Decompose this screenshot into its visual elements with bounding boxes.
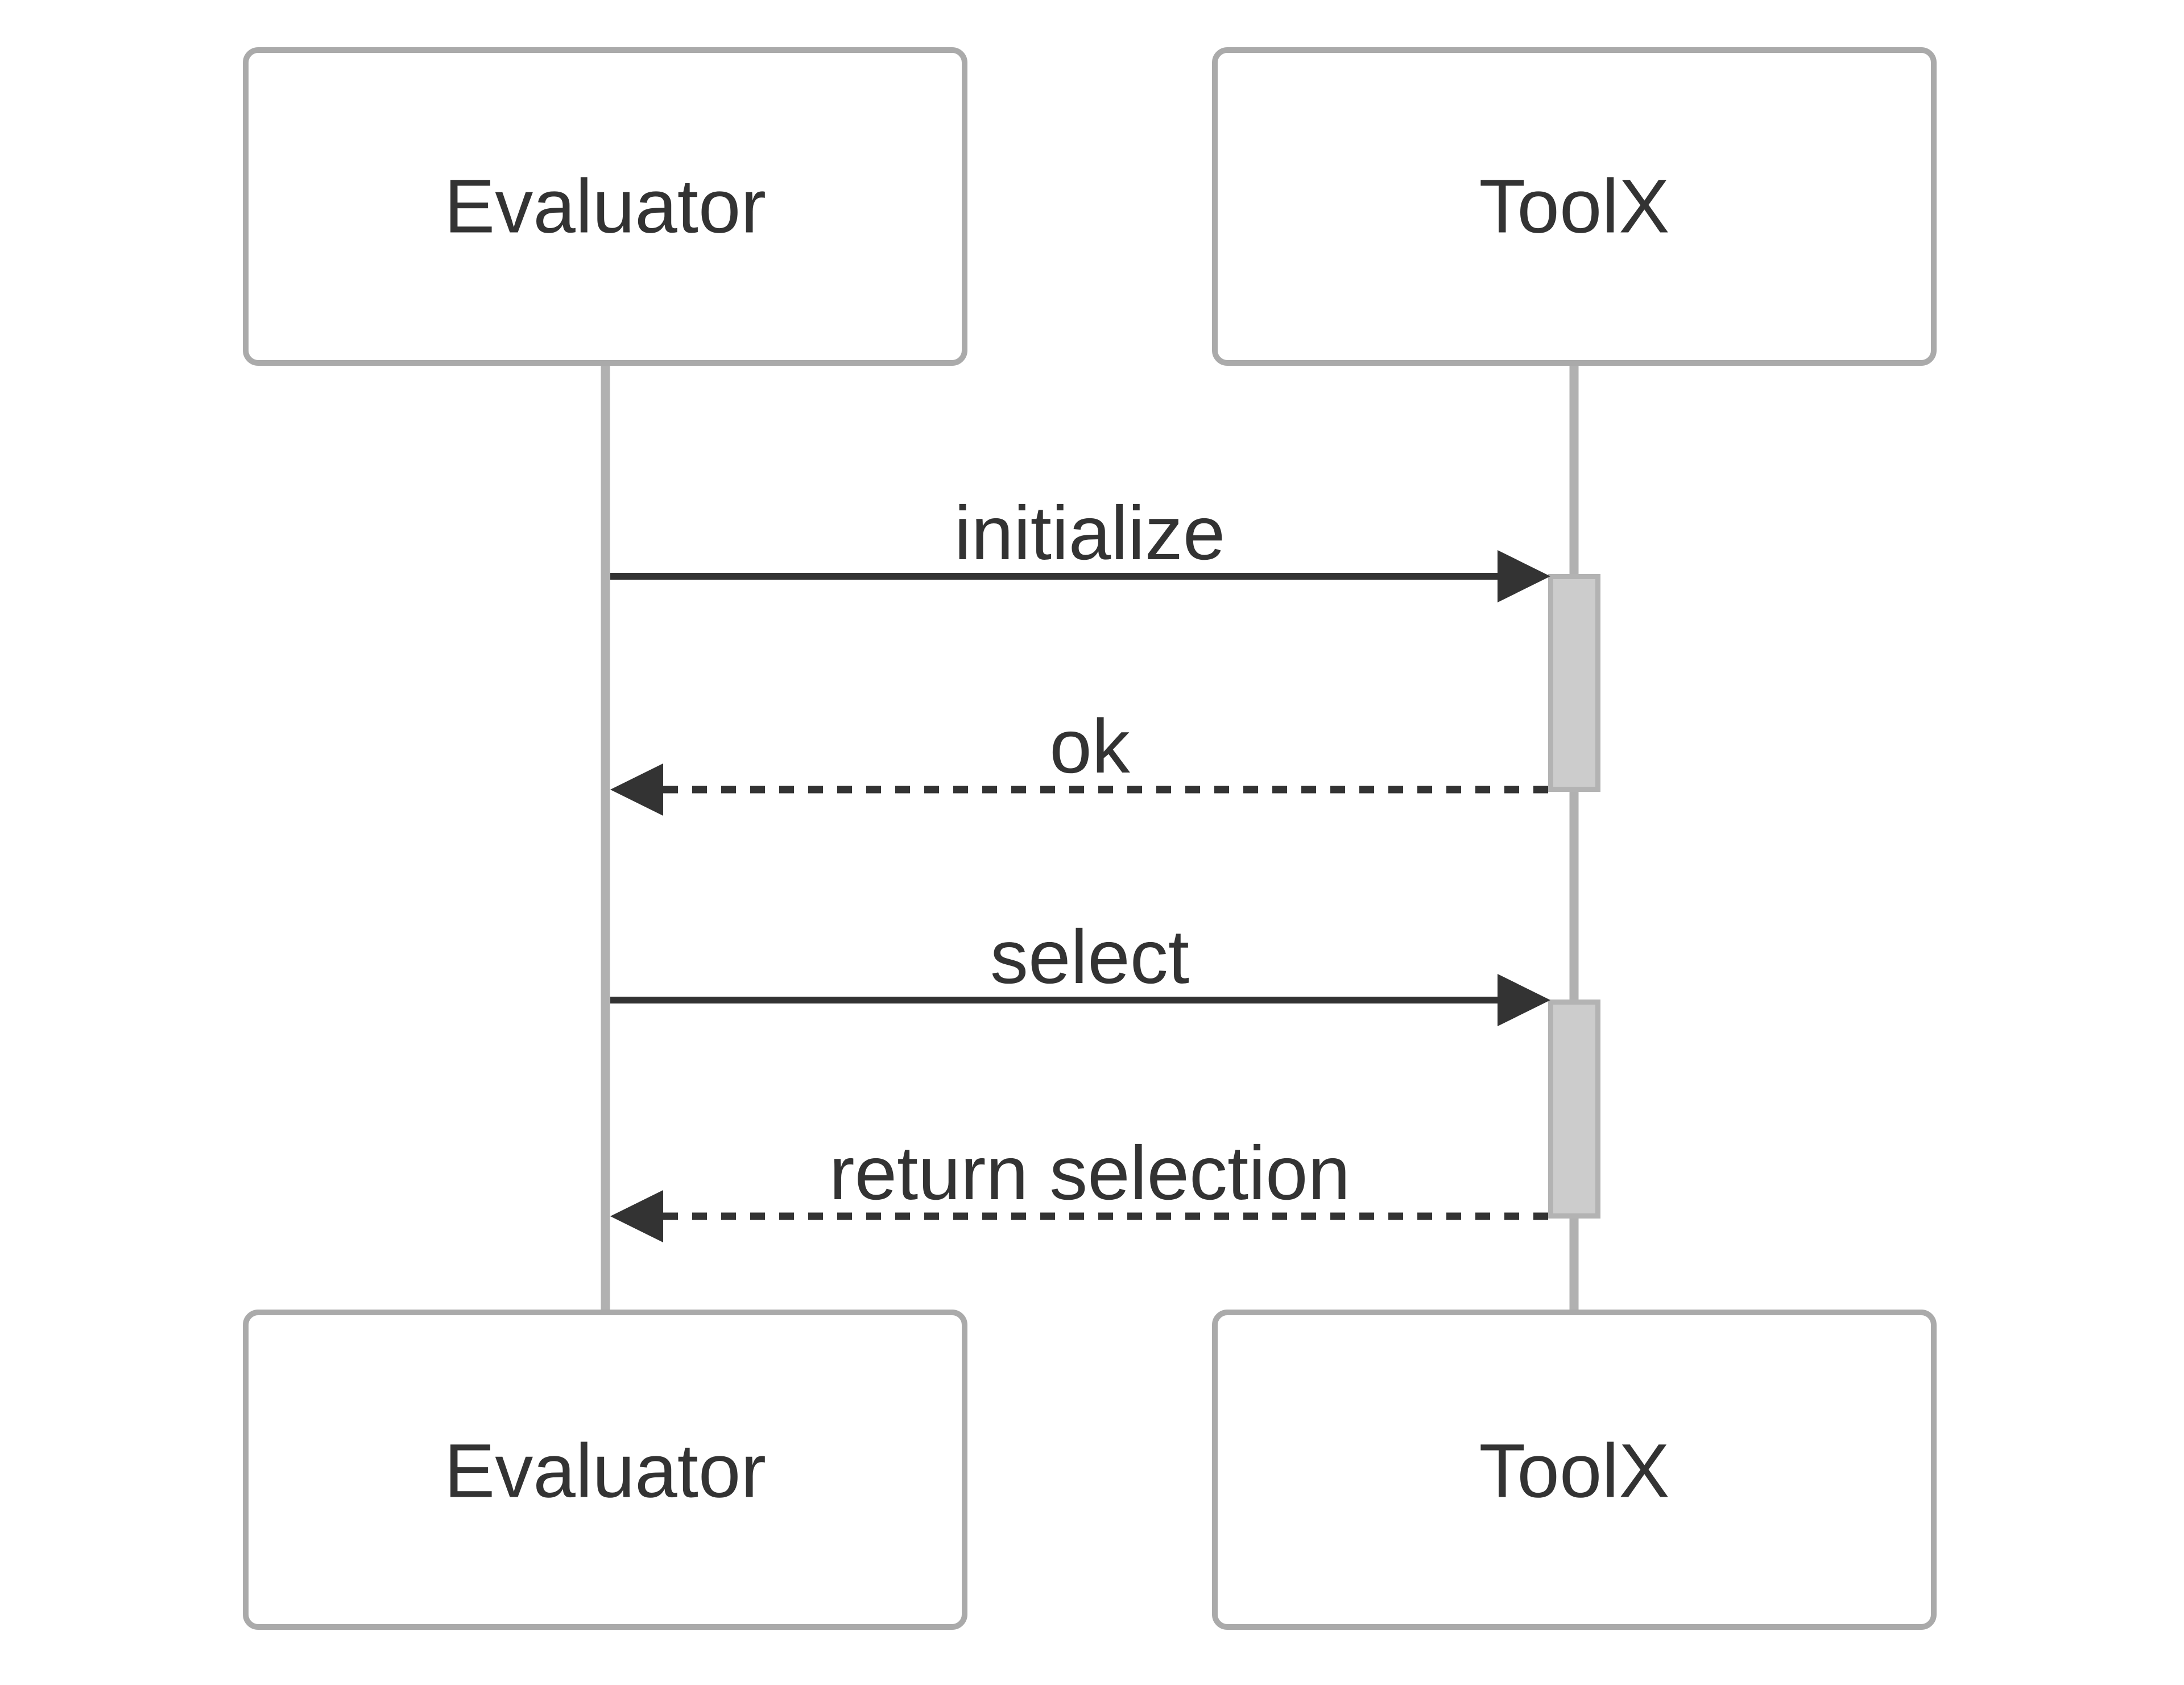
actor-label: Evaluator [444, 164, 766, 249]
message-label: ok [1049, 704, 1131, 789]
actor-box [1212, 1310, 1937, 1630]
activation-bar-1 [1548, 574, 1600, 792]
arrowhead-left-icon [610, 763, 663, 816]
activation-bar-2 [1548, 1000, 1600, 1219]
actor-top-evaluator: Evaluator [243, 47, 967, 366]
message-initialize: initialize [610, 491, 1550, 602]
message-label: select [990, 915, 1189, 1000]
arrowhead-right-icon [1498, 974, 1550, 1026]
message-label: initialize [954, 491, 1226, 576]
message-select: select [610, 915, 1550, 1026]
actor-label: ToolX [1479, 164, 1669, 249]
message-label: return selection [829, 1131, 1350, 1216]
message-return-selection: return selection [610, 1131, 1548, 1242]
actor-box [243, 1310, 967, 1630]
actor-label: ToolX [1479, 1429, 1669, 1514]
actor-box [1212, 47, 1937, 366]
actor-top-toolx: ToolX [1212, 47, 1937, 366]
actor-label: Evaluator [444, 1429, 766, 1514]
actor-box [243, 47, 967, 366]
arrowhead-right-icon [1498, 550, 1550, 602]
actor-bottom-toolx: ToolX [1212, 1310, 1937, 1630]
actor-bottom-evaluator: Evaluator [243, 1310, 967, 1630]
arrowhead-left-icon [610, 1190, 663, 1242]
message-ok: ok [610, 704, 1548, 816]
